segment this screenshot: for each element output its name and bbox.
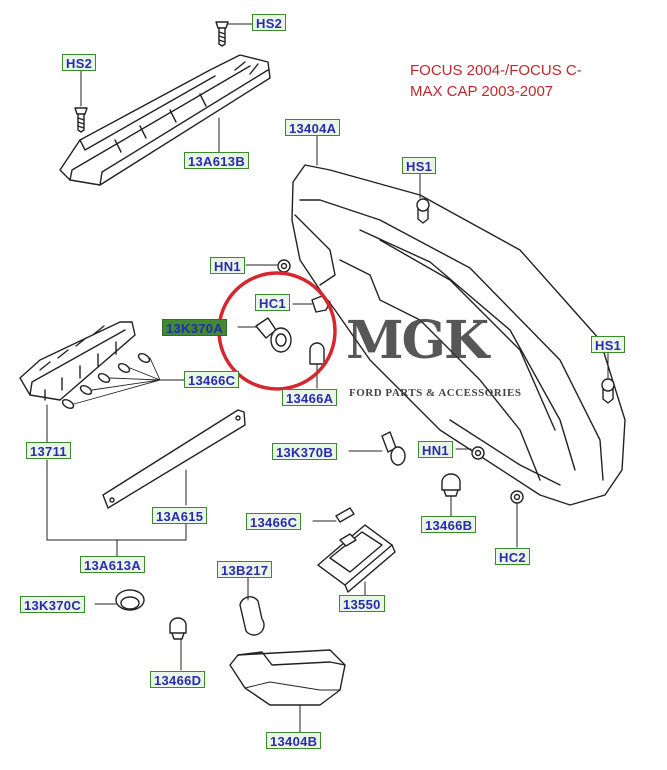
callout-13k370a: 13K370A: [162, 319, 228, 336]
bracket-13a613a-leader: [46, 459, 187, 557]
callout-13466c-b: 13466C: [246, 513, 302, 530]
callout-13466d: 13466D: [150, 671, 206, 688]
callout-hn1-b: HN1: [418, 441, 453, 458]
diagram-title: FOCUS 2004-/FOCUS C-MAX CAP 2003-2007: [410, 62, 582, 100]
bulb-13466a: [309, 342, 325, 389]
nut-hn1-b: [455, 446, 485, 460]
callout-hs1-right: HS1: [591, 336, 626, 353]
callout-hs2-top: HS2: [252, 14, 287, 31]
callout-13404b: 13404B: [266, 732, 322, 749]
callout-13k370b: 13K370B: [272, 443, 338, 460]
callout-hc1: HC1: [255, 294, 290, 311]
grommet-hc2: [510, 490, 524, 548]
spoiler-13404a: [291, 135, 626, 506]
callout-hn1-a: HN1: [210, 257, 245, 274]
socket-13k370b: [348, 431, 406, 466]
screw-hs2-top: [215, 21, 253, 47]
callout-13466c-a: 13466C: [184, 371, 240, 388]
mgk-logo: MGK: [346, 310, 489, 371]
housing-13711: [19, 321, 186, 443]
nut-hn1-a: [245, 259, 291, 273]
callout-13550: 13550: [339, 595, 385, 612]
logo-subtitle: FORD PARTS & ACCESSORIES: [349, 387, 522, 399]
socket-13k370c: [94, 589, 145, 611]
bulb-13466d: [169, 617, 187, 671]
clip-hs1-right: [601, 351, 615, 404]
callout-13a613a: 13A613A: [80, 556, 146, 573]
lamp-13404b: [229, 649, 346, 733]
callout-13b217: 13B217: [217, 561, 273, 578]
callout-13a615: 13A615: [152, 507, 208, 524]
callout-13466a: 13466A: [282, 389, 338, 406]
callout-hc2: HC2: [495, 548, 530, 565]
callout-hs1-top: HS1: [402, 157, 437, 174]
callout-13a613b: 13A613B: [184, 152, 250, 169]
plate-lamp-13550: [317, 524, 396, 597]
clip-13b217: [239, 577, 265, 636]
socket-13k370a: [237, 317, 292, 353]
callout-13466b: 13466B: [421, 516, 477, 533]
bulb-13466b: [441, 473, 461, 517]
callout-13k370c: 13K370C: [20, 596, 86, 613]
clip-hs1-top: [416, 172, 430, 224]
lens-13a615: [102, 409, 246, 509]
bracket-13a613b: [59, 54, 271, 186]
screw-hs2-left: [74, 69, 88, 133]
callout-13711: 13711: [26, 442, 71, 459]
callout-hs2-left: HS2: [62, 54, 97, 71]
callout-13404a: 13404A: [285, 119, 341, 136]
bulb-13466c: [312, 507, 355, 523]
